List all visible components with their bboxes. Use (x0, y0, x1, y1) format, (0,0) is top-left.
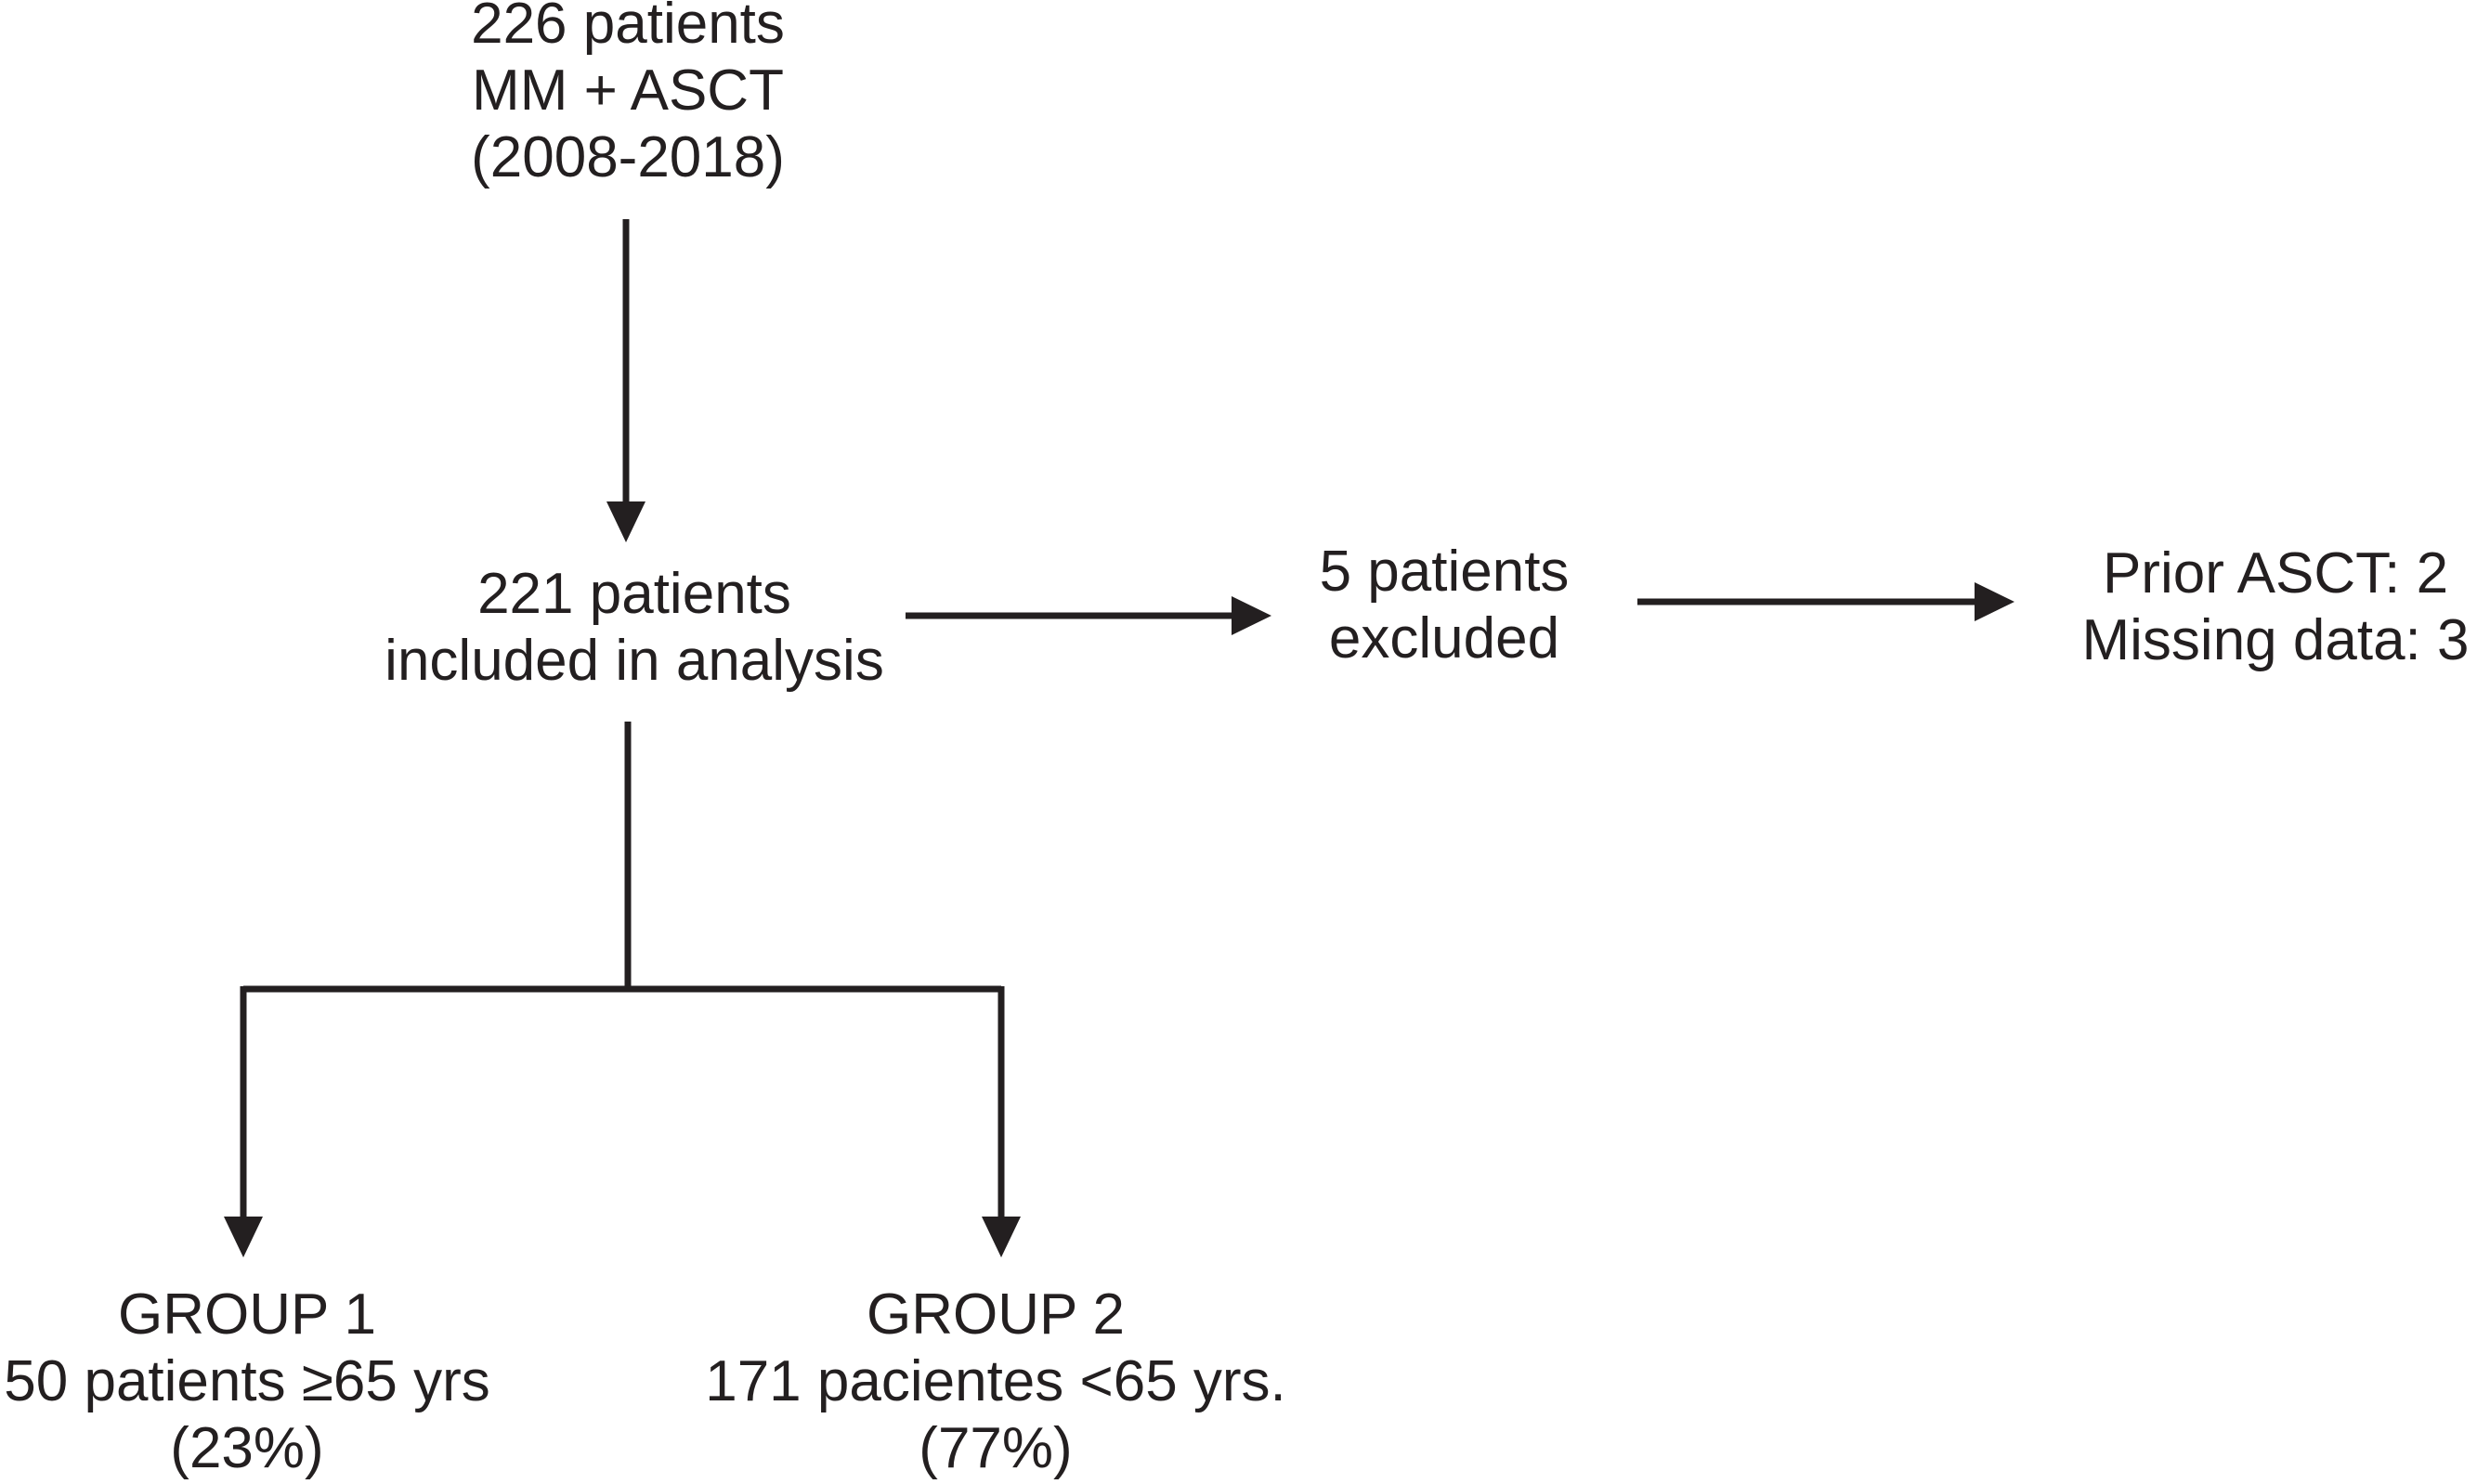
arrow-branch-to-group1-head (224, 1217, 263, 1257)
node-group1-percent: (23%) (170, 1416, 324, 1480)
exclusion-reason-missing-data: Missing data: 3 (2081, 608, 2470, 672)
node-group2-percent: (77%) (919, 1416, 1073, 1480)
node-enrolled-diagnosis: MM + ASCT (472, 59, 784, 123)
node-group2-count: 171 pacientes <65 yrs. (705, 1349, 1286, 1413)
arrow-branch-to-group2-head (982, 1217, 1021, 1257)
arrow-excluded-to-reasons-head (1975, 582, 2014, 621)
node-excluded: 5 patients excluded (1320, 539, 1570, 672)
node-included-count: 221 patients (477, 562, 791, 626)
node-enrolled-count: 226 patients (471, 0, 785, 56)
node-included-caption: included in analysis (385, 629, 884, 693)
node-excluded-count: 5 patients (1319, 540, 1570, 604)
exclusion-reason-prior-asct: Prior ASCT: 2 (2102, 541, 2449, 605)
node-group1-count: 50 patients ≥65 yrs (4, 1349, 490, 1413)
node-group1-title: GROUP 1 (118, 1282, 376, 1347)
node-group2-title: GROUP 2 (867, 1282, 1125, 1347)
arrow-enrolled-to-included-head (606, 501, 645, 542)
arrow-included-to-excluded-head (1232, 596, 1271, 635)
node-included: 221 patients included in analysis (385, 561, 884, 695)
node-exclusion-reasons: Prior ASCT: 2 Missing data: 3 (2082, 540, 2470, 674)
node-group2: GROUP 2 171 pacientes <65 yrs. (77%) (705, 1282, 1286, 1482)
node-excluded-caption: excluded (1328, 606, 1560, 670)
node-group1: GROUP 1 50 patients ≥65 yrs (23%) (4, 1282, 489, 1482)
node-enrolled-period: (2008-2018) (471, 125, 785, 189)
node-enrolled: 226 patients MM + ASCT (2008-2018) (471, 0, 785, 191)
